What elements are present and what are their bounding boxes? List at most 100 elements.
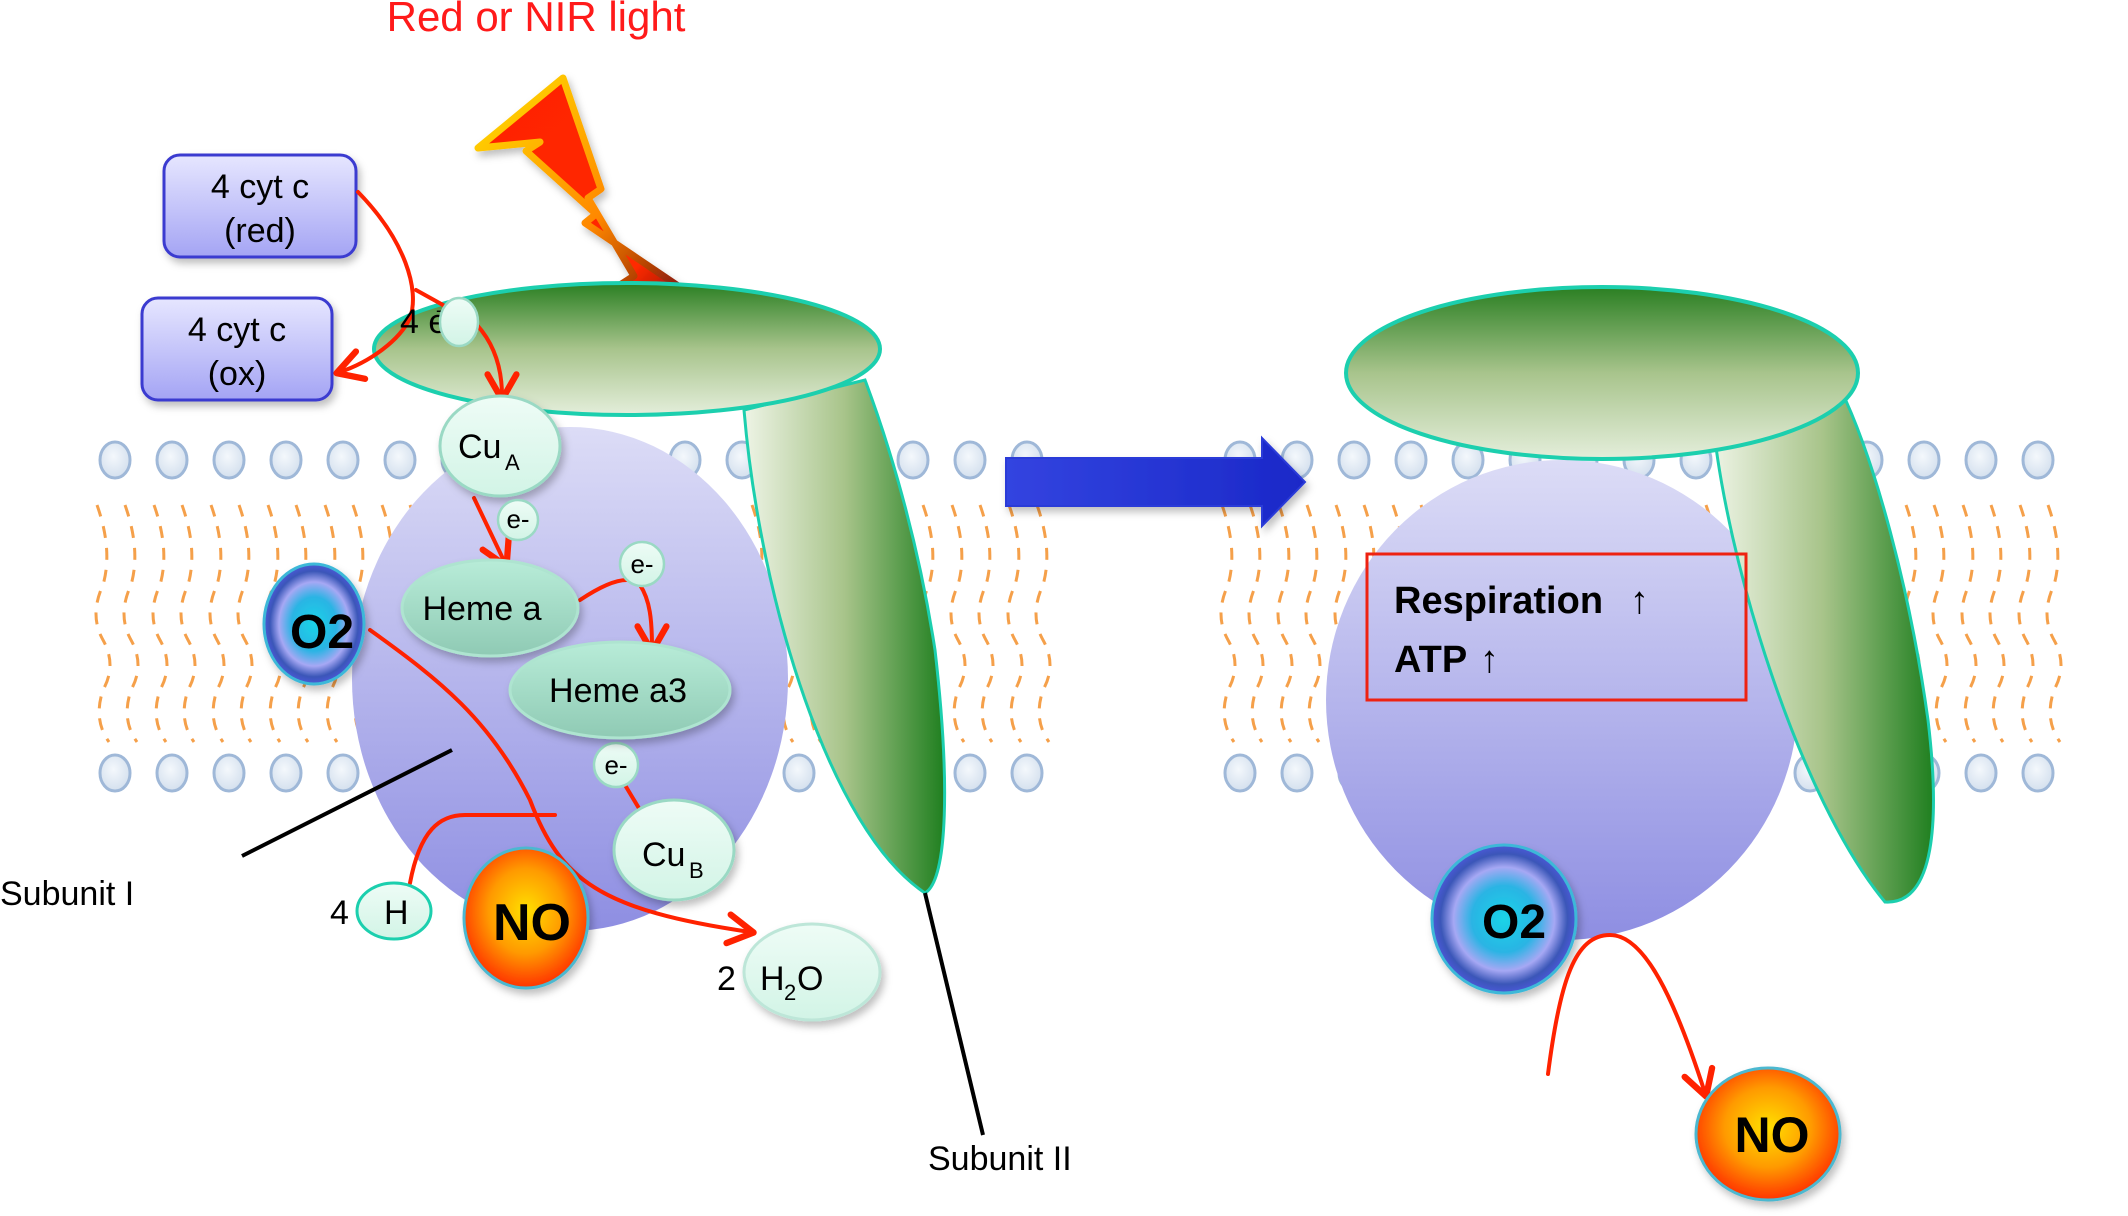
lipid-tail (122, 504, 140, 743)
lipid-head-outer (953, 440, 987, 480)
cytochrome-c-oxidase-right (1326, 285, 1935, 940)
lipid-head-inner (326, 753, 360, 793)
cytc-reduced-box: 4 cyt c (red) (162, 153, 358, 259)
electron-bubble-2-label: e- (630, 549, 653, 579)
o2-molecule-left: O2 (262, 562, 366, 686)
lipid-tail (2017, 504, 2035, 743)
lightning-bolt-icon (474, 74, 697, 300)
atp-label: ATP (1394, 639, 1467, 681)
o2-molecule-right: O2 (1430, 843, 1578, 995)
proton-count: 4 (330, 894, 349, 932)
heme-a3-node: Heme a3 (508, 640, 732, 740)
subunit-2-body-right (1710, 386, 1935, 904)
o2-left-label: O2 (290, 606, 354, 659)
lipid-tail (1247, 504, 1265, 743)
lipid-tail (94, 504, 112, 743)
lipid-tail (1219, 504, 1237, 743)
o2-right-label: O2 (1482, 896, 1546, 949)
cu-b-subscript: B (689, 858, 704, 883)
water-node: H 2 O (742, 922, 882, 1022)
respiration-up-arrow-icon: ↑ (1630, 580, 1649, 622)
lipid-tail (236, 504, 254, 743)
cu-b-label: Cu (642, 836, 685, 874)
lipid-head-outer (326, 440, 360, 480)
lipid-head-outer (1964, 440, 1998, 480)
arrow-o2-to-water (368, 628, 757, 947)
no-left-label: NO (493, 894, 571, 952)
transition-arrow-icon (1005, 435, 1307, 529)
cytc-reduced-line2: (red) (224, 212, 296, 250)
electron-bubble-1: e- (496, 498, 540, 542)
lipid-tail (1931, 504, 1949, 743)
lipid-head-outer (155, 440, 189, 480)
cytc-oxidized-line1: 4 cyt c (188, 311, 286, 349)
lipid-tail (1006, 504, 1024, 743)
lipid-head-inner (782, 753, 816, 793)
proton-symbol: H (384, 894, 409, 932)
subunit-2-cap-right (1344, 285, 1860, 461)
water-o: O (797, 960, 823, 998)
light-source-label: Red or NIR light (387, 0, 686, 40)
subunit-1-leader-line (241, 748, 453, 858)
cu-a-subscript: A (505, 450, 520, 475)
subunit-2-leader-line (923, 892, 985, 1136)
lipid-tail (1988, 504, 2006, 743)
proton-node: H (355, 881, 433, 941)
no-molecule-left: NO (462, 846, 590, 990)
no-release-arrow (1546, 932, 1716, 1100)
lipid-tail (977, 504, 995, 743)
subunit-1-label: Subunit I (0, 875, 134, 913)
lipid-head-inner (1223, 753, 1257, 793)
electrons-label-sup: - (436, 300, 442, 320)
cytc-reduced-line1: 4 cyt c (211, 168, 309, 206)
lipid-head-outer (1907, 440, 1941, 480)
lipid-tail (1960, 504, 1978, 743)
no-right-label: NO (1735, 1107, 1810, 1163)
lipid-tail (1304, 504, 1322, 743)
lipid-head-inner (953, 753, 987, 793)
cu-a-label: Cu (458, 428, 501, 466)
cu-b-node: Cu B (612, 798, 736, 902)
lipid-tail (1034, 504, 1052, 743)
arrow-cytc-red-to-ox (333, 190, 415, 382)
cytc-oxidized-line2: (ox) (208, 355, 267, 393)
lipid-tail (151, 504, 169, 743)
lipid-head-outer (383, 440, 417, 480)
lipid-tail (208, 504, 226, 743)
lipid-head-outer (2021, 440, 2055, 480)
cu-a-node: Cu A (438, 394, 562, 498)
water-count: 2 (717, 960, 736, 998)
lipid-head-outer (212, 440, 246, 480)
water-h: H (760, 960, 785, 998)
lipid-head-inner (212, 753, 246, 793)
lipid-head-outer (269, 440, 303, 480)
lipid-head-inner (155, 753, 189, 793)
lipid-tail (179, 504, 197, 743)
electron-bubble-top (438, 296, 480, 348)
cytc-oxidized-box: 4 cyt c (ox) (140, 296, 334, 402)
electron-bubble-3: e- (592, 741, 640, 789)
arrow-e-to-cua (475, 323, 520, 403)
lipid-tail (1276, 504, 1294, 743)
lipid-tail (2045, 504, 2063, 743)
lipid-head-outer (98, 440, 132, 480)
lipid-head-outer (1394, 440, 1428, 480)
electron-bubble-2: e- (618, 540, 666, 588)
arrow-cytc-to-e (414, 288, 445, 307)
electron-bubble-3-label: e- (604, 750, 627, 780)
lipid-head-inner (1010, 753, 1044, 793)
subunit-2-label: Subunit II (928, 1140, 1072, 1178)
lipid-head-outer (896, 440, 930, 480)
atp-up-arrow-icon: ↑ (1480, 639, 1499, 681)
lipid-head-inner (1280, 753, 1314, 793)
subunit-2-body (742, 378, 947, 895)
arrow-protons-to-pathway (408, 813, 557, 885)
lipid-tail (949, 504, 967, 743)
lipid-head-inner (1964, 753, 1998, 793)
electron-bubble-1-label: e- (506, 504, 529, 534)
arrow-cua-to-heme-a (472, 496, 512, 570)
lipid-head-outer (1337, 440, 1371, 480)
effect-box: Respiration ↑ ATP ↑ (1365, 552, 1748, 702)
heme-a-label: Heme a (422, 590, 541, 628)
